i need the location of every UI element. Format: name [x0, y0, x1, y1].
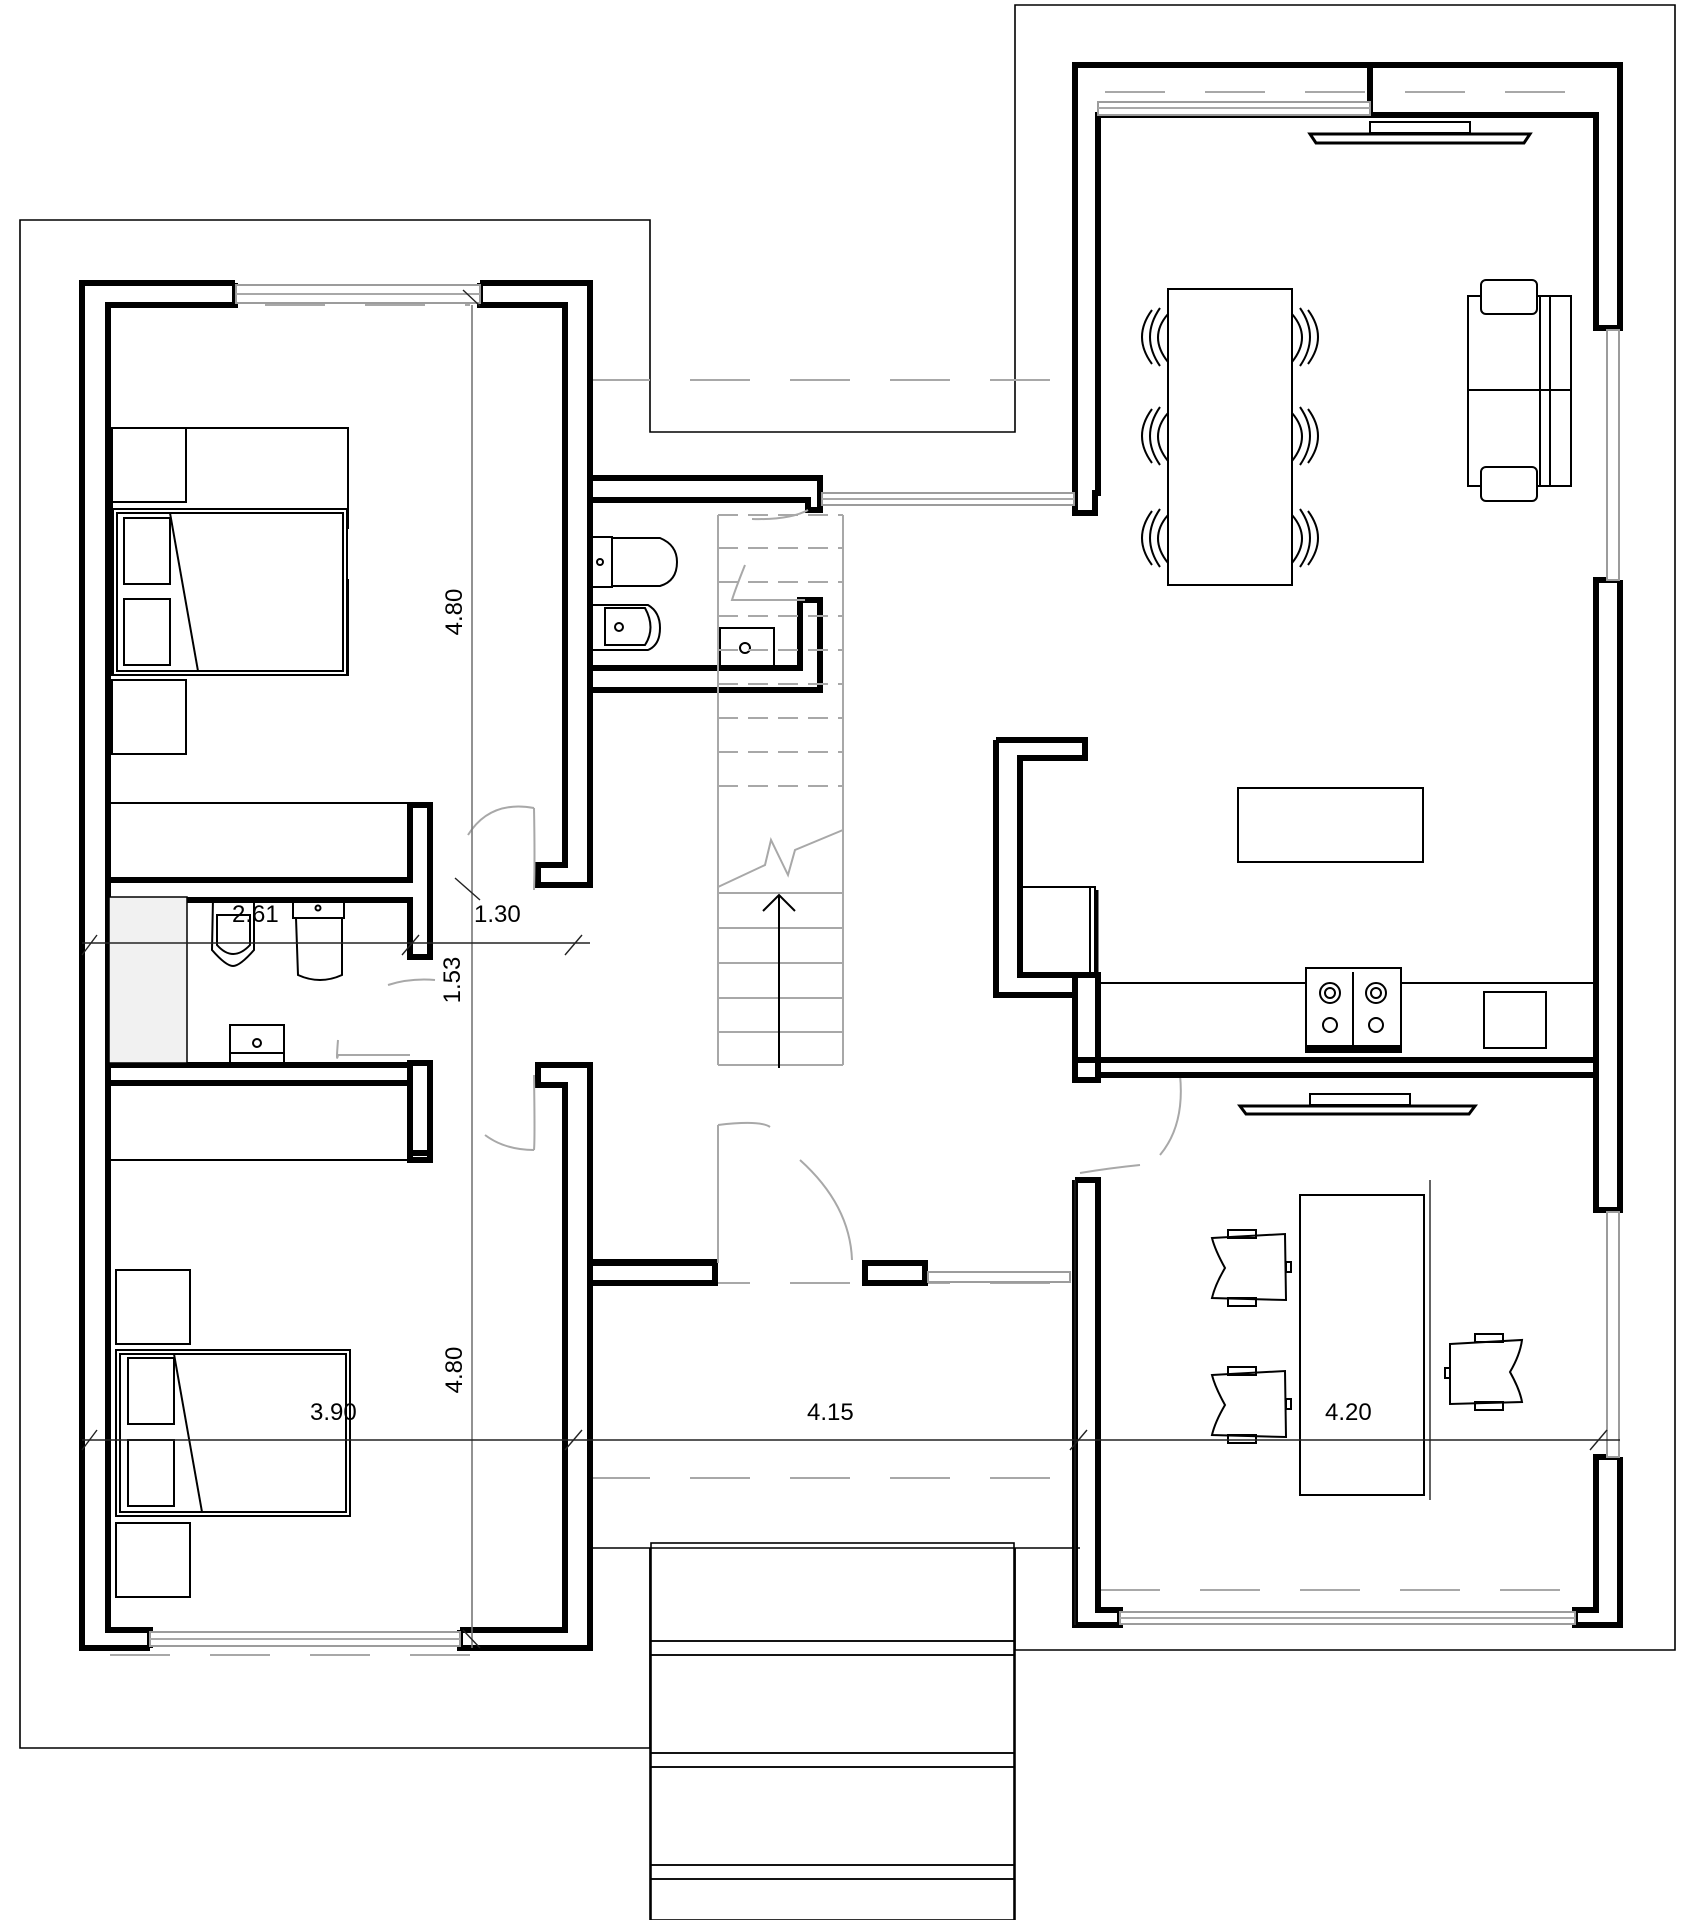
entry-steps [650, 1542, 1015, 1920]
bed-top-detail [111, 427, 348, 755]
roof-outline [19, 4, 1676, 1920]
dim-bedroom-bottom-depth: 4.80 [441, 1347, 468, 1394]
tv-unit-study [1237, 1093, 1478, 1116]
gas-hob [1305, 967, 1402, 1053]
bathroom [108, 896, 345, 1064]
window-living-right [1606, 329, 1620, 581]
armchairs [1210, 1229, 1524, 1444]
study-table [1299, 1194, 1425, 1496]
dim-bathroom-depth: 1.53 [439, 957, 466, 1004]
dim-hall-width: 1.30 [474, 901, 521, 928]
dim-bathroom-width: 2.61 [232, 901, 279, 928]
dim-hall-entry-width: 4.15 [807, 1399, 854, 1426]
dimension-lines [81, 289, 1620, 1649]
kitchen-island [1237, 787, 1424, 863]
sofa [1467, 279, 1572, 502]
bed-bottom [115, 1269, 351, 1598]
dining-chairs [1141, 307, 1319, 568]
hall-walls [587, 1074, 1182, 1286]
dim-bedroom-top-depth: 4.80 [441, 589, 468, 636]
fridge [1019, 886, 1099, 976]
shower [108, 896, 188, 1064]
dining-table [1167, 288, 1293, 586]
tv-unit-top [1307, 121, 1533, 145]
sink-cabinet [1483, 991, 1547, 1049]
dim-dining-width: 4.20 [1325, 1399, 1372, 1426]
dim-bedroom-bottom-width: 3.90 [310, 1399, 357, 1426]
window-study-right [1606, 1211, 1620, 1458]
guest-wc [589, 536, 775, 669]
